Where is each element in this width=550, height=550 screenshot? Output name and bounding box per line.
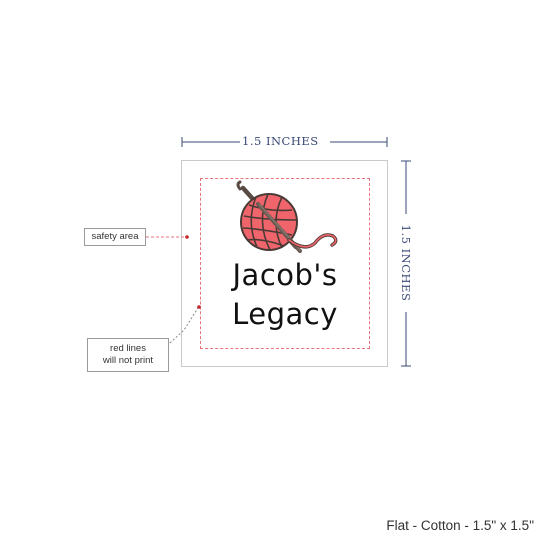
yarn-ball-crochet-hook-icon [236, 180, 338, 253]
red-lines-callout-line1: red lines [110, 343, 146, 354]
height-dimension-line [401, 160, 411, 367]
red-lines-leader [169, 305, 201, 344]
safety-area-callout: safety area [84, 228, 146, 246]
height-dimension-label: 1.5 INCHES [399, 224, 413, 302]
safety-area-leader [146, 235, 189, 239]
safety-area-callout-text: safety area [91, 231, 139, 242]
product-caption: Flat - Cotton - 1.5" x 1.5" [386, 518, 534, 533]
safety-area-guide [200, 178, 370, 349]
label-text-line1: Jacob's [232, 258, 338, 292]
red-lines-callout-line2: will not print [102, 355, 154, 366]
label-outline [181, 160, 388, 367]
width-dimension-label: 1.5 INCHES [242, 134, 319, 148]
red-lines-callout: red lines will not print [87, 338, 169, 372]
label-text-line2: Legacy [232, 297, 338, 331]
width-dimension-line [181, 137, 388, 147]
